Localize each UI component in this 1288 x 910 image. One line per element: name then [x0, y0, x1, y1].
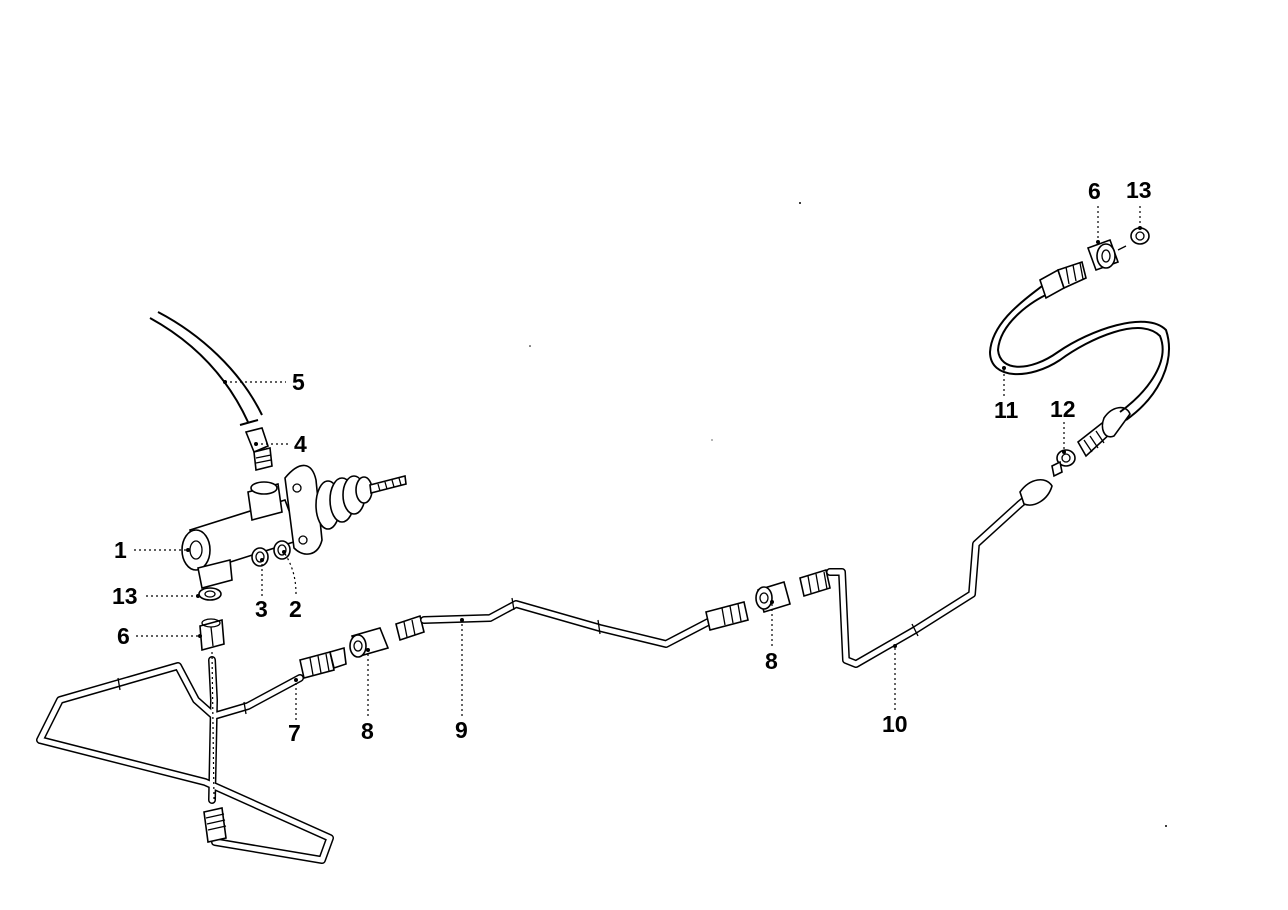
callout-9: 9 [455, 717, 468, 743]
pipe-10 [799, 479, 1053, 668]
clutch-hose [988, 260, 1170, 458]
callout-8-left: 8 [361, 718, 374, 744]
callout-11: 11 [994, 397, 1019, 423]
pipe-9 [395, 597, 749, 648]
pipe-loop-left [36, 651, 334, 864]
callout-5: 5 [292, 369, 305, 395]
callout-1: 1 [114, 537, 127, 563]
connector-left [349, 627, 390, 658]
callout-10: 10 [882, 711, 908, 737]
connector-right [755, 580, 791, 614]
callout-2: 2 [289, 596, 302, 622]
callout-6-left: 6 [117, 623, 130, 649]
clutch-master-cylinder [181, 464, 407, 589]
callout-labels: 1 2 3 4 5 6 6 7 8 8 9 10 11 12 13 13 [112, 177, 1152, 746]
washer-right [1130, 227, 1150, 245]
plug [251, 547, 269, 567]
pipe-fitting-7 [299, 646, 347, 679]
callout-8-right: 8 [765, 648, 778, 674]
callout-6-right: 6 [1088, 178, 1101, 204]
leader-lines [134, 206, 1142, 720]
callout-13-left: 13 [112, 583, 138, 609]
scan-specks [529, 202, 1167, 827]
seal-ring [273, 540, 291, 560]
callout-7: 7 [288, 720, 301, 746]
callout-4: 4 [294, 431, 307, 457]
reservoir-hose [149, 311, 263, 426]
callout-3: 3 [255, 596, 268, 622]
callout-13-right: 13 [1126, 177, 1152, 203]
callout-12: 12 [1050, 396, 1076, 422]
union-nut-right [1086, 238, 1127, 272]
washer-left [198, 587, 222, 601]
hose-fitting [244, 427, 273, 471]
washer-12 [1051, 449, 1076, 478]
union-nut-left [199, 618, 225, 652]
